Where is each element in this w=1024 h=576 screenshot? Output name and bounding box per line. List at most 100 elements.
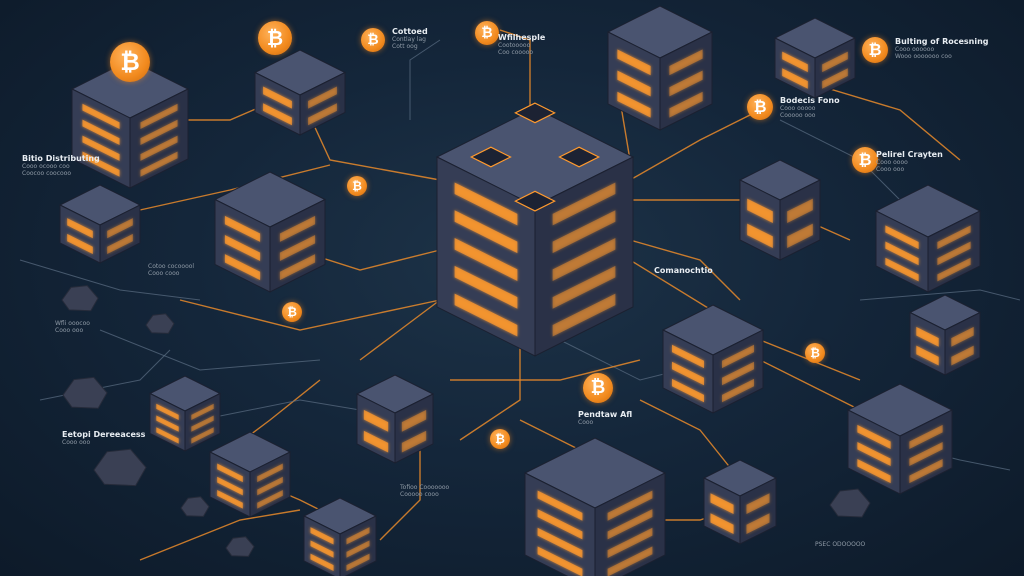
callout-title: Pendtaw Afl — [578, 410, 633, 419]
top-socket — [514, 190, 556, 212]
glowing-panel — [107, 218, 133, 239]
glowing-panel — [263, 86, 292, 109]
bitcoin-coin-icon: ₿ — [258, 21, 292, 55]
glowing-panel — [607, 527, 653, 559]
callout-subtext: Wooo ooooooo coo — [895, 53, 952, 60]
block-cube — [213, 171, 327, 293]
glowing-panel — [885, 257, 919, 282]
glowing-panel — [857, 441, 891, 467]
bitcoin-coin-icon: ₿ — [347, 176, 367, 196]
glowing-panel — [217, 476, 243, 496]
block-cube — [302, 497, 378, 576]
glowing-panel — [885, 225, 919, 250]
callout-title: Eetopi Dereeacess — [62, 430, 146, 439]
wire-path — [629, 239, 741, 301]
glowing-panel — [669, 49, 703, 76]
glowing-panel — [937, 225, 971, 250]
glowing-panel — [140, 151, 178, 177]
glowing-panel — [857, 424, 891, 449]
glowing-panel — [885, 241, 919, 266]
glowing-panel — [156, 403, 179, 421]
glowing-panel — [346, 540, 370, 558]
callout-subtext: Cooo ooooo — [780, 105, 816, 112]
block-cube — [355, 374, 435, 464]
block-cube — [874, 184, 982, 293]
callout-subtext: Wfli ooocoo — [55, 320, 90, 327]
glowing-panel — [782, 51, 808, 73]
block-cube — [846, 383, 954, 495]
glowing-panel — [746, 513, 770, 534]
glowing-panel — [782, 68, 808, 89]
wire-path — [639, 399, 741, 481]
glowing-panel — [82, 151, 120, 177]
glowing-panel — [140, 119, 178, 145]
wire-path — [629, 109, 761, 181]
block-cube — [58, 184, 142, 264]
glowing-panel — [672, 378, 704, 403]
glowing-panel — [82, 103, 120, 130]
top-socket — [469, 146, 512, 168]
callout-label: PSEC ODOOOOO — [815, 541, 865, 548]
glowing-panel — [257, 490, 283, 509]
glowing-panel — [537, 509, 583, 540]
glowing-panel — [669, 91, 703, 118]
rock-cluster — [62, 376, 108, 409]
wire-path — [409, 39, 441, 120]
glowing-panel — [722, 378, 754, 403]
bitcoin-coin-icon: ₿ — [747, 94, 773, 120]
glowing-panel — [454, 182, 518, 226]
callout-subtext: Cooo ooo — [62, 439, 91, 446]
glowing-panel — [909, 441, 943, 467]
block-cube — [908, 294, 982, 376]
glowing-panel — [279, 254, 316, 281]
glowing-panel — [257, 476, 283, 496]
glowing-panel — [454, 210, 518, 254]
block-cube — [606, 5, 714, 131]
callout-subtext: Contlay lag — [392, 36, 426, 43]
callout-subtext: Cott oog — [392, 43, 418, 50]
glowing-panel — [346, 553, 370, 571]
glowing-panel — [217, 490, 243, 509]
block-cubes — [58, 5, 982, 576]
glowing-panel — [257, 463, 283, 483]
bitcoin-coin-icon: ₿ — [475, 21, 499, 45]
callout-subtext: Cooo cooo — [148, 270, 180, 277]
cube-right-face — [129, 88, 189, 189]
bitcoin-coin-icon: ₿ — [805, 343, 825, 363]
wire-path — [450, 359, 641, 381]
glowing-panel — [107, 233, 133, 255]
glowing-panel — [617, 70, 651, 97]
glowing-panel — [937, 241, 971, 266]
wire-path — [859, 289, 1021, 301]
rock-cluster — [225, 536, 255, 557]
glowing-panel — [224, 254, 261, 281]
glowing-panel — [363, 430, 389, 453]
glowing-panel — [263, 103, 292, 126]
glowing-panel — [672, 361, 704, 386]
rock-cluster — [829, 488, 871, 518]
wire-path — [799, 79, 961, 161]
glowing-panel — [224, 215, 261, 242]
top-socket — [514, 102, 556, 124]
glowing-panel — [140, 103, 178, 130]
glowing-panel — [722, 361, 754, 386]
block-cube — [70, 59, 190, 189]
glowing-panel — [951, 345, 974, 366]
callout-title: Cottoed — [392, 27, 428, 36]
glowing-panel — [710, 513, 734, 534]
glowing-panel — [672, 344, 704, 369]
rock-cluster — [61, 285, 99, 312]
wire-path — [459, 330, 521, 441]
glowing-panel — [156, 427, 179, 444]
glowing-panel — [552, 238, 616, 281]
rock-cluster — [93, 448, 147, 487]
wire-path — [499, 29, 531, 110]
bitcoin-coin-icon: ₿ — [862, 37, 888, 63]
callout-subtext: Tofioo Cooooooo — [400, 484, 450, 491]
glowing-panel — [746, 493, 770, 514]
glowing-panel — [191, 415, 214, 432]
block-cube — [253, 49, 347, 136]
